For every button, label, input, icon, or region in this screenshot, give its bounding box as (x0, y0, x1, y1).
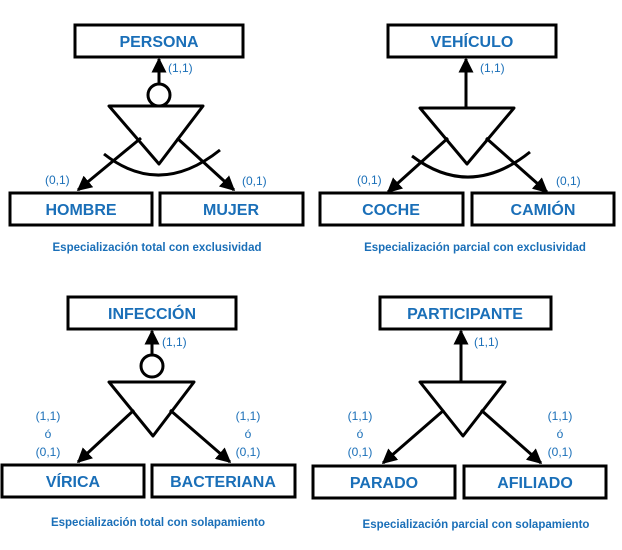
left-cardinality-line2: ó (357, 427, 364, 441)
left-cardinality-line1: (1,1) (36, 409, 61, 423)
entity-mujer-box (158, 191, 305, 227)
left-cardinality-line3: (0,1) (36, 445, 61, 459)
entity-afiliado: AFILIADO (497, 475, 573, 492)
diagram-total-exclusive: PERSONA (1,1) (0,1) (0,1) HOMBRE MUJER E… (8, 23, 305, 254)
right-cardinality-line3: (0,1) (548, 445, 573, 459)
entity-camion: CAMIÓN (511, 200, 576, 219)
entity-vehiculo-box (386, 23, 558, 59)
specialization-triangle (107, 380, 196, 438)
right-cardinality: (0,1) (556, 174, 581, 188)
right-cardinality-line1: (1,1) (548, 409, 573, 423)
entity-virica-box (0, 463, 146, 499)
diagram-total-overlapping: INFECCIÓN (1,1) (1,1) ó (0,1) (1,1) ó (0… (0, 295, 297, 529)
right-subtype-arrow (175, 136, 236, 192)
specialization-triangle (418, 380, 507, 438)
total-circle (139, 353, 165, 379)
diagram-partial-exclusive: VEHÍCULO (1,1) (0,1) (0,1) COCHE CAMIÓN … (318, 23, 616, 254)
left-subtype-arrow (76, 408, 136, 464)
entity-virica: VÍRICA (46, 472, 101, 491)
entity-bacteriana-box (150, 463, 297, 499)
caption: Especialización parcial con exclusividad (364, 242, 586, 254)
total-circle (146, 82, 172, 108)
caption: Especialización total con exclusividad (53, 242, 262, 254)
specialization-triangle (418, 106, 516, 166)
supertype-cardinality: (1,1) (474, 335, 499, 349)
left-cardinality: (0,1) (45, 173, 70, 187)
entity-persona: PERSONA (119, 34, 199, 51)
right-cardinality-line2: ó (557, 427, 564, 441)
caption: Especialización total con solapamiento (51, 517, 265, 529)
supertype-cardinality: (1,1) (168, 61, 193, 75)
entity-hombre-box (8, 191, 154, 227)
left-cardinality: (0,1) (357, 173, 382, 187)
entity-persona-box (73, 23, 245, 59)
entity-parado: PARADO (350, 475, 418, 492)
entity-hombre: HOMBRE (45, 202, 116, 219)
left-subtype-arrow (386, 136, 450, 194)
exclusivity-arc (103, 148, 221, 177)
right-cardinality-line1: (1,1) (236, 409, 261, 423)
entity-parado-box (311, 464, 457, 500)
entity-coche-box (318, 191, 465, 227)
entity-vehiculo: VEHÍCULO (431, 32, 514, 51)
right-subtype-arrow (169, 408, 232, 464)
entity-infeccion: INFECCIÓN (108, 304, 196, 323)
left-cardinality-line3: (0,1) (348, 445, 373, 459)
entity-bacteriana: BACTERIANA (170, 474, 276, 491)
entity-mujer: MUJER (203, 202, 259, 219)
entity-camion-box (470, 191, 616, 227)
right-cardinality-line3: (0,1) (236, 445, 261, 459)
supertype-cardinality: (1,1) (480, 61, 505, 75)
entity-afiliado-box (462, 464, 608, 500)
entity-infeccion-box (66, 295, 238, 331)
left-subtype-arrow (381, 408, 445, 465)
entity-coche: COCHE (362, 202, 420, 219)
entity-participante: PARTICIPANTE (407, 306, 523, 323)
entity-participante-box (378, 295, 553, 331)
right-cardinality: (0,1) (242, 174, 267, 188)
exclusivity-arc (411, 150, 531, 179)
diagram-partial-overlapping: PARTICIPANTE (1,1) (1,1) ó (0,1) (1,1) ó… (311, 295, 608, 531)
right-cardinality-line2: ó (245, 427, 252, 441)
left-subtype-arrow (76, 136, 142, 192)
left-cardinality-line2: ó (45, 427, 52, 441)
left-cardinality-line1: (1,1) (348, 409, 373, 423)
caption: Especialización parcial con solapamiento (363, 519, 590, 531)
supertype-cardinality: (1,1) (162, 335, 187, 349)
right-subtype-arrow (480, 408, 543, 465)
specialization-triangle (107, 104, 205, 166)
right-subtype-arrow (485, 136, 549, 194)
